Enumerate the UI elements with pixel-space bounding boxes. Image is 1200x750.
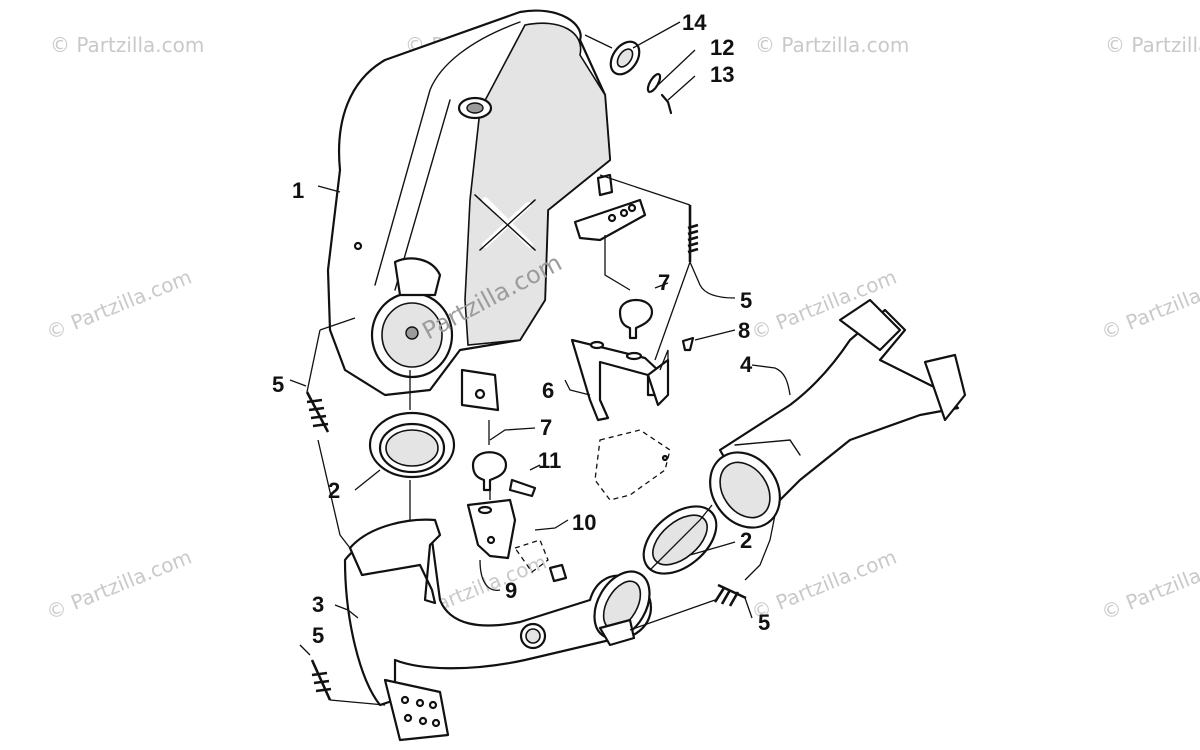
callout-5a: 5 [740,288,752,313]
grommet-washer-clip-parts [609,40,673,115]
watermark-layer: © Partzilla.com © Partzilla.com © Partzi… [43,33,1200,630]
watermark: © Partzilla.com [755,33,909,57]
callout-5c: 5 [758,610,770,635]
callout-7b: 7 [540,415,552,440]
callout-10: 10 [572,510,596,535]
callout-11: 11 [538,448,561,473]
callout-labels: 1 2 2 3 4 5 5 5 5 6 7 7 8 9 10 11 12 13 … [272,10,770,648]
callout-2a: 2 [328,478,340,503]
callout-14: 14 [682,10,707,35]
watermark: © Partzilla.com [1098,545,1200,625]
callout-8: 8 [738,318,750,343]
callout-7a: 7 [658,270,670,295]
callout-5d: 5 [312,623,324,648]
callout-12: 12 [710,35,734,60]
header-pipe-part [709,298,967,529]
head-pipe-part [343,518,653,742]
watermark: © Partzilla.com [43,545,195,625]
callout-6: 6 [542,378,554,403]
callout-5b: 5 [272,372,284,397]
watermark: © Partzilla.com [1098,265,1200,345]
muffler-part [326,9,614,412]
callout-1: 1 [292,178,304,203]
callout-13: 13 [710,62,734,87]
callout-9: 9 [505,578,517,603]
callout-2b: 2 [740,528,752,553]
watermark: © Partzilla.com [1105,33,1200,57]
watermark: © Partzilla.com [43,265,195,345]
leader-lines [289,21,791,706]
watermark: © Partzilla.com [50,33,204,57]
mount-bracket-parts [466,198,695,583]
spring-parts [305,205,747,701]
watermark: © Partzilla.com [748,545,900,625]
callout-3: 3 [312,592,324,617]
callout-4: 4 [740,352,753,377]
